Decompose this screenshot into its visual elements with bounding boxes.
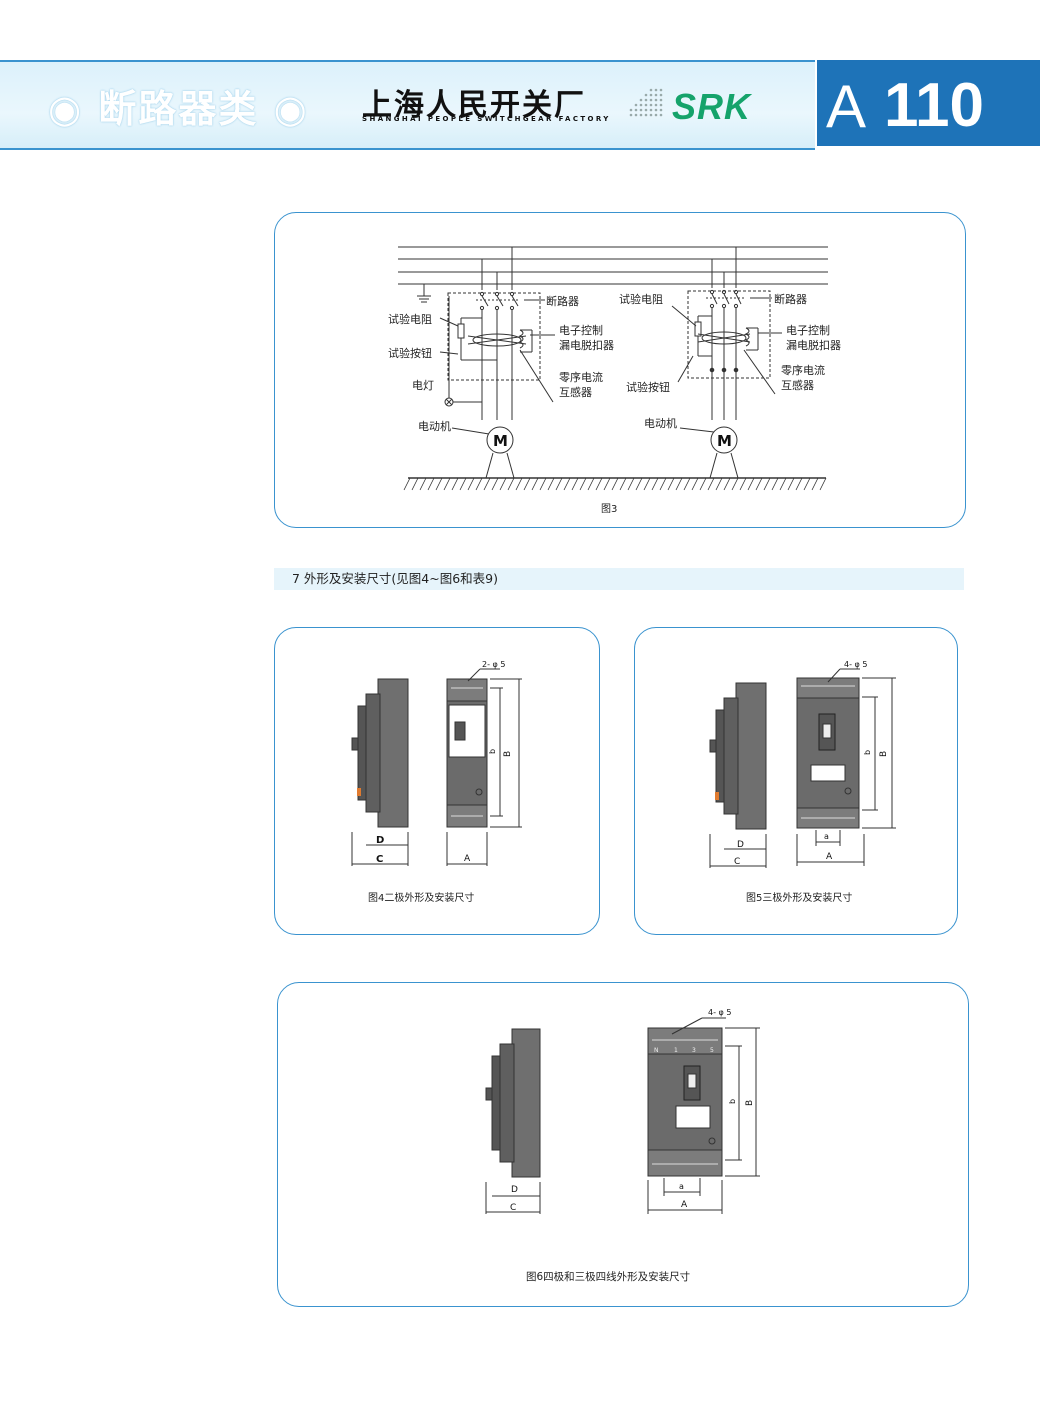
dim-b: b [863,750,872,755]
figure5-caption: 图5三极外形及安装尺寸 [746,893,853,904]
dim-B: B [879,751,889,757]
dim-C: C [376,854,383,865]
dim-a: a [679,1182,684,1191]
hole-spec: 2- φ 5 [482,660,505,669]
figure3-panel [274,212,966,528]
label-test-button-left: 试验按钮 [388,347,432,360]
label-trip-line1-right: 电子控制 [786,324,830,337]
figure4-panel [274,627,600,935]
dim-D: D [511,1185,518,1195]
label-lamp: 电灯 [412,379,434,392]
page-letter: A [826,73,867,140]
figure3-wiring-diagram: M M [398,246,828,491]
figure5-drawing: D C A a B b 4- φ 5 [709,660,896,868]
dim-B: B [745,1100,755,1106]
dim-D: D [376,835,384,846]
dim-D: D [737,840,744,850]
label-breaker-right: 断路器 [774,293,807,306]
label-trip-line1-left: 电子控制 [559,324,603,337]
category-title: ◉ 断路器类 ◉ [48,87,309,131]
terminal-label: 5 [710,1047,714,1054]
label-trip-line2-left: 漏电脱扣器 [559,339,614,352]
page-number: 110 [884,71,985,140]
dim-a: a [824,832,829,841]
dim-A: A [681,1200,688,1210]
dim-C: C [510,1203,516,1213]
hole-spec: 4- φ 5 [708,1008,731,1017]
label-test-resistor-left: 试验电阻 [388,313,432,326]
label-motor-right: 电动机 [644,417,677,430]
label-test-resistor-right: 试验电阻 [619,293,663,306]
figure4-caption: 图4二极外形及安装尺寸 [368,893,475,904]
dim-A: A [464,854,471,864]
header-band [0,60,815,150]
motor-symbol-left: M [493,432,508,450]
dim-B: B [503,751,513,757]
label-motor-left: 电动机 [418,420,451,433]
figure6-caption: 图6四极和三极四线外形及安装尺寸 [526,1271,691,1283]
label-ct-line2-left: 互感器 [559,386,592,399]
figure4-drawing: D C A B b 2- φ 5 [351,660,522,866]
terminal-label: 3 [692,1047,696,1054]
section-7-title: 7 外形及安装尺寸(见图4~图6和表9) [274,568,964,590]
motor-symbol-right: M [717,432,732,450]
dim-b: b [488,749,497,754]
figure5-panel [634,627,958,935]
figure6-drawing: D C A a B b 4- φ 5 N 1 3 5 [485,1008,760,1214]
label-test-button-right: 试验按钮 [626,381,670,394]
figure6-panel [277,982,969,1307]
label-ct-line2-right: 互感器 [781,379,814,392]
label-breaker-left: 断路器 [546,295,579,308]
dim-A: A [826,852,833,862]
dim-C: C [734,857,740,867]
label-trip-line2-right: 漏电脱扣器 [786,339,841,352]
label-ct-line1-right: 零序电流 [781,364,825,377]
dots-logo-icon [629,88,663,117]
figure3-caption: 图3 [601,504,618,515]
company-name-cn: 上海人民开关厂 [362,88,586,123]
hole-spec: 4- φ 5 [844,660,867,669]
brand-logo: SRK [672,86,752,127]
page-header: ◉ 断路器类 ◉ 上海人民开关厂 SHANGHAI PEOPLE SWITCHG… [0,56,1040,154]
company-name-en: SHANGHAI PEOPLE SWITCHGEAR FACTORY [362,115,611,123]
terminal-label: 1 [674,1047,678,1054]
dim-b: b [728,1099,737,1104]
page-number-box [817,60,1040,146]
terminal-label: N [654,1047,659,1054]
label-ct-line1-left: 零序电流 [559,371,603,384]
